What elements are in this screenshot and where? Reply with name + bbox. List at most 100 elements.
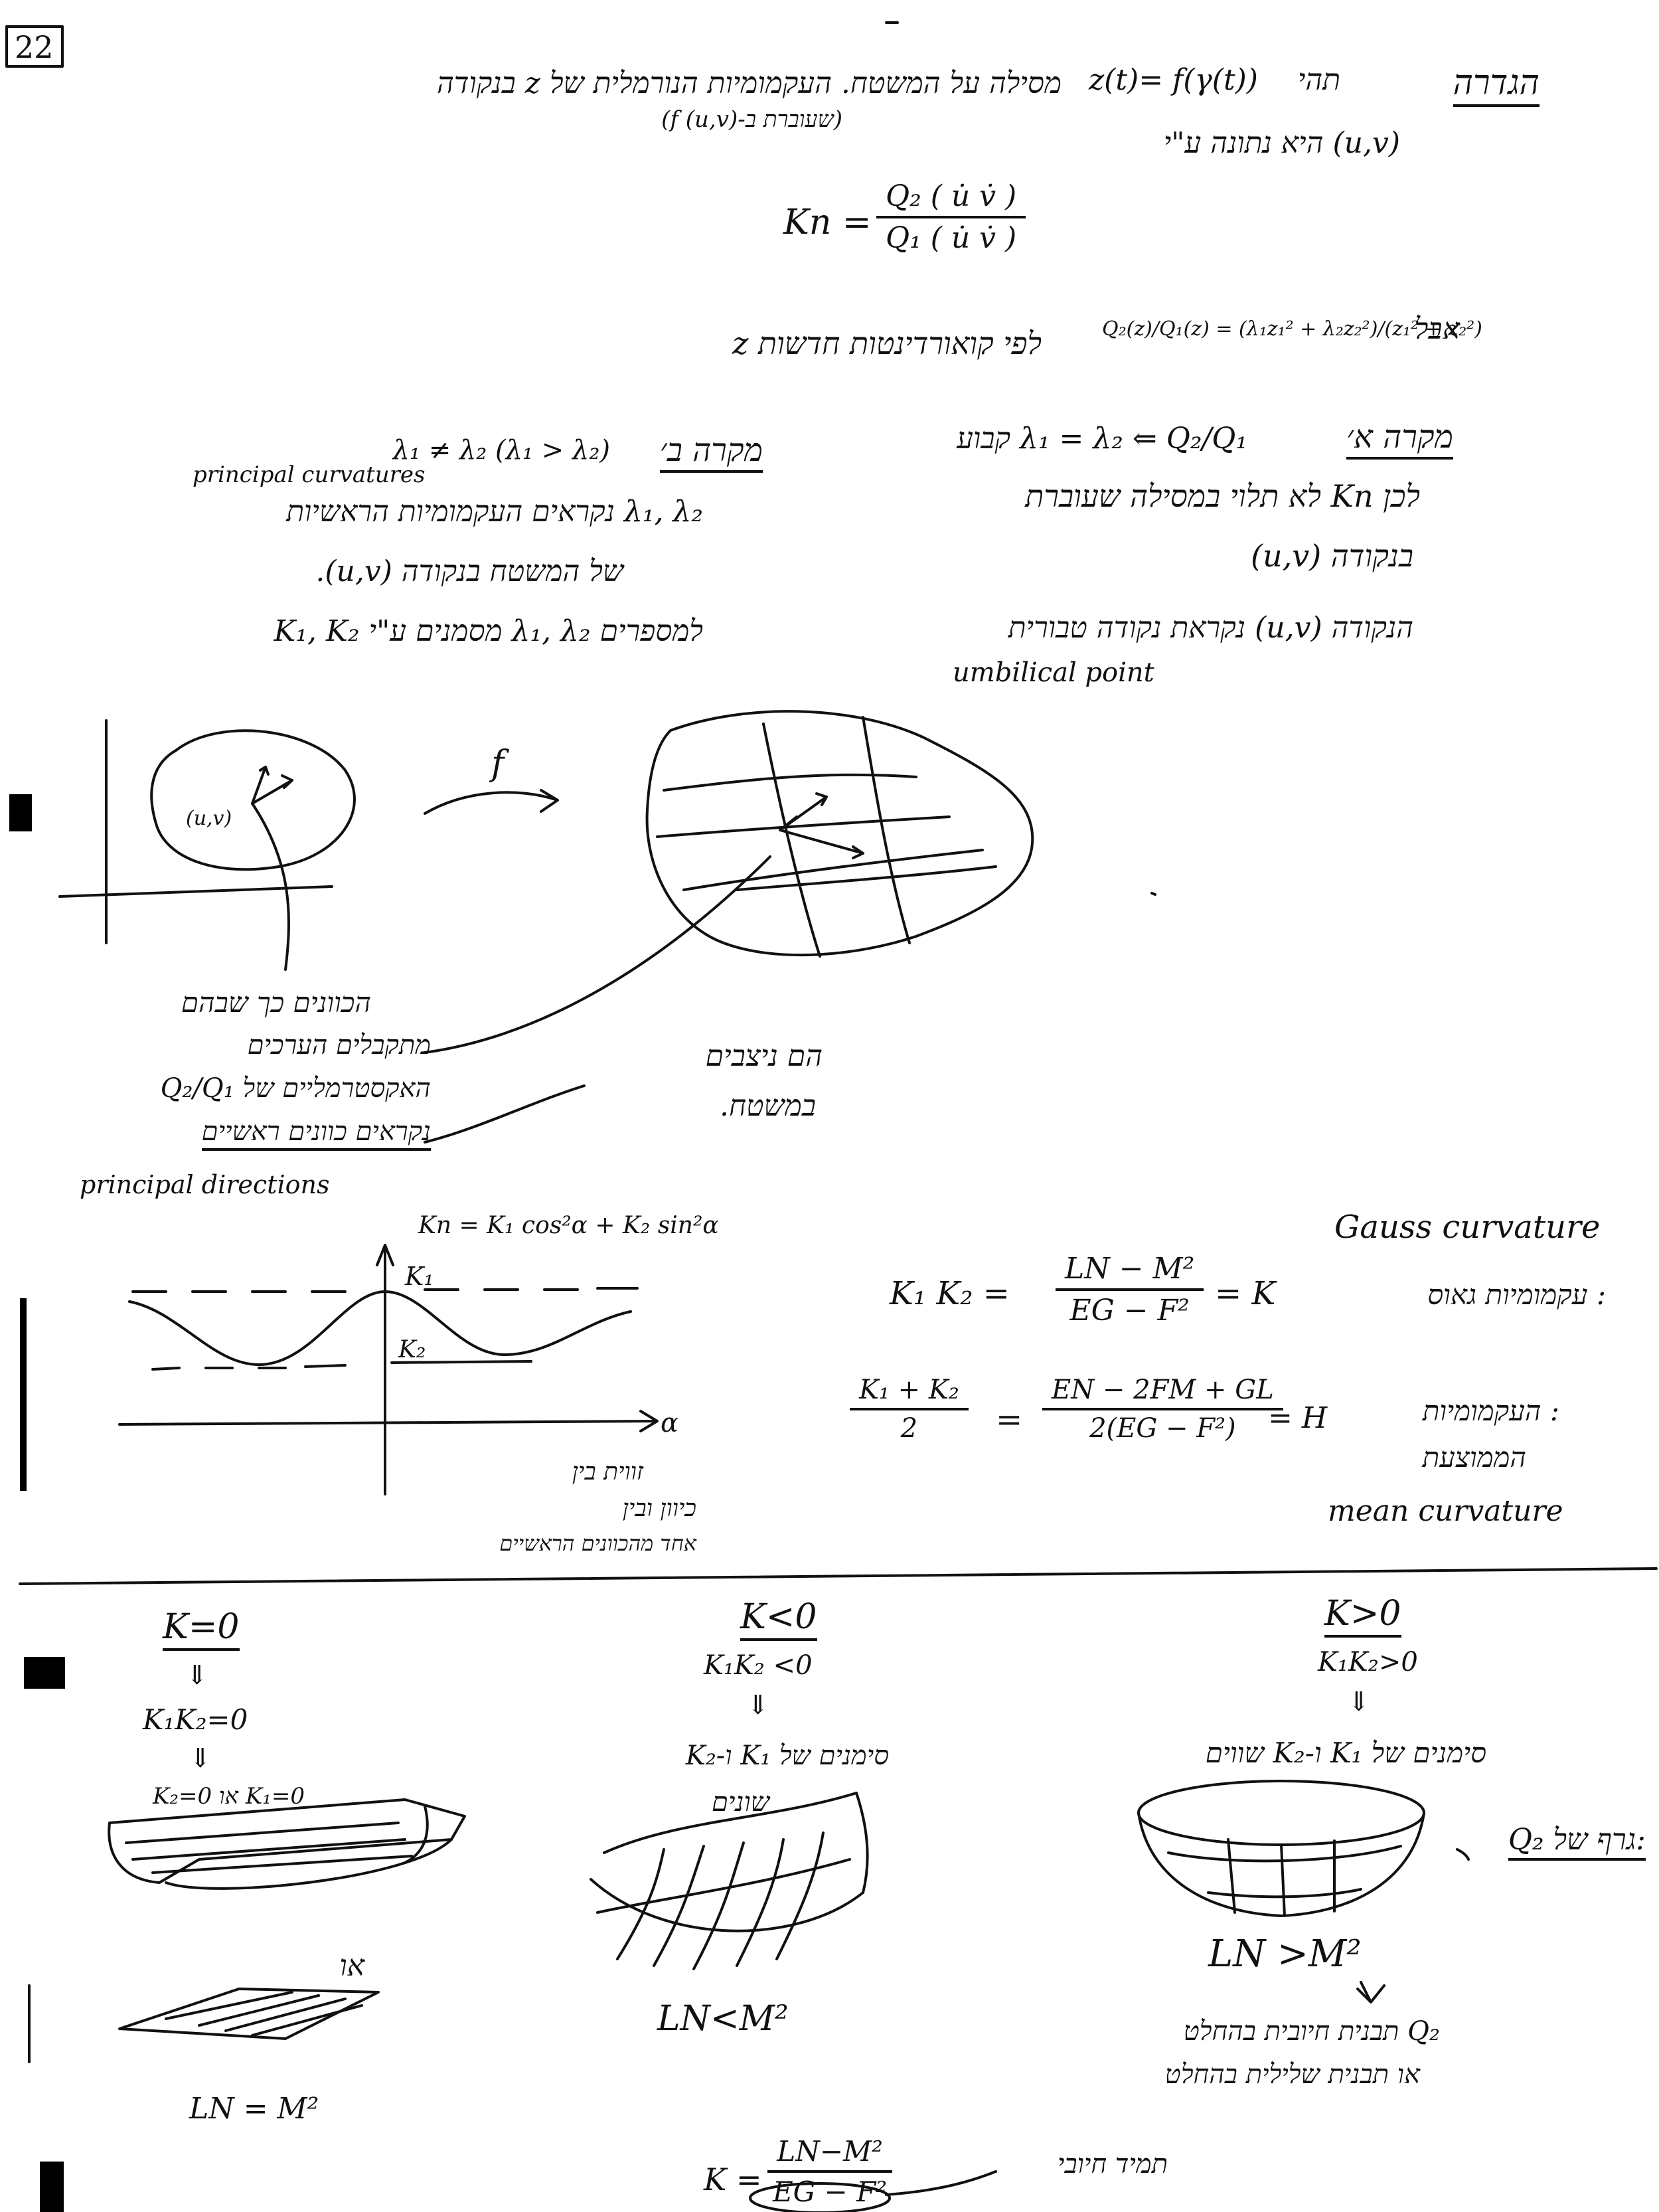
left-note-3: האקסטרמליים של Q₂/Q₁ [160,1073,431,1104]
case-pos-arrow: ⇓ [1348,1687,1370,1717]
kn-numerator: Q₂ ( u̇ v̇ ) [876,179,1026,218]
definition-tehi: תהי [1297,63,1340,97]
bowl-grid-v [1227,1838,1336,1917]
case-a-line4: הנקודה (u,v) נקראת נקודה טבורית [1008,611,1413,645]
bowl-body [1137,1812,1425,1917]
graph-alpha: α [661,1408,679,1438]
bottom-note: תמיד חיובי [1057,2149,1168,2179]
case-neg-l2: סימנים של K₁ ו-K₂ [685,1741,889,1771]
case-pos-graph: :גרף של Q₂ [1508,1823,1646,1861]
surface-blob [645,710,1034,957]
case-neg-title: K<0 [740,1597,817,1641]
bottom-denominator: EG − F² [773,2175,888,2208]
mean-eq: = [996,1401,1023,1438]
case-zero-l1: K₁K₂=0 [143,1703,248,1736]
page-number-box [5,25,64,68]
case-b-line2: λ₁, λ₂ נקראים העקמומיות הראשיות [286,495,703,529]
case-a-line2: לכן Kn לא תלוי במסילה שעוברת [1025,478,1420,514]
case-pos-label: LN >M² [1208,1932,1362,1976]
graph-k2-dashes [151,1364,347,1371]
definition-line2: (שעוברת ב-(u,v) f) [661,106,842,133]
graph-k2-line [390,1360,532,1364]
umbilical-point: umbilical point [953,657,1154,688]
case-pos-title: K>0 [1324,1594,1401,1638]
kn-lhs: Kn = [783,203,872,242]
registration-mark-4 [40,2162,64,2212]
definition-line3: (u,v) היא נתונה ע"י [1163,126,1400,160]
left-note-2: מתקבלים הערכים [247,1030,431,1061]
bottom-note-arrow [885,2170,997,2196]
gauss-denominator: EG − F² [1069,1294,1190,1327]
case-zero-arrow-2: ⇓ [189,1743,212,1774]
case-b-line3: של המשטח בנקודה (u,v). [315,554,623,588]
bottom-lhs: K = [704,2162,762,2197]
uv-axis-x [58,885,333,898]
principal-curvatures: principal curvatures [193,462,426,488]
cylinder-edge [165,1838,453,1890]
cylinder-rulings [125,1822,413,1874]
mean-lhs-num: K₁ + K₂ [850,1375,969,1410]
registration-mark-3 [24,1657,65,1689]
graph-caption-1: זווית בין [572,1458,643,1486]
graph-k2: K₂ [398,1336,426,1363]
case-neg-l1: K₁K₂ <0 [704,1650,813,1681]
case-pos-note2: או תבנית שלילית בהחלט [1164,2059,1420,2090]
saddle-side [855,1792,869,1894]
case-b-title: מקרה ב׳ [659,432,763,473]
pointer-2 [424,1084,586,1144]
case-b-line1: λ₁ ≠ λ₂ (λ₁ > λ₂) [392,435,610,466]
definition-title: הגדרה [1453,63,1540,107]
case-neg-label: LN<M² [657,1999,789,2039]
case-neg-arrow: ⇓ [747,1690,769,1721]
gauss-rhs: = K [1215,1275,1276,1312]
case-a-line3: בנקודה (u,v) [1251,538,1413,574]
case-zero-label: LN = M² [189,2092,319,2126]
uv-region [150,729,356,871]
right-note-1: הם ניצבים [705,1039,823,1073]
pos-down-arrow [1356,1981,1385,2003]
gauss-lhs: K₁ K₂ = [890,1275,1010,1312]
uv-vectors [251,766,293,805]
mean-denominator: 2(EG − F²) [1089,1413,1236,1444]
case-b-line4: למספרים λ₁, λ₂ מסמנים ע"י K₁, K₂ [274,614,703,648]
page-number: 22 [15,29,54,65]
case-zero-or: או [339,1949,364,1983]
definition-line1: מסילה על המשטח. העקמומיות הנורמלית של z … [436,66,1062,100]
case-a-line1: λ₁ = λ₂ ⇐ Q₂/Q₁ קבוע [957,422,1247,456]
principal-directions: principal directions [80,1170,330,1199]
mean-numerator: EN − 2FM + GL [1042,1375,1283,1410]
plane-outline [118,1988,380,2040]
mean-en: mean curvature [1328,1494,1563,1528]
graph-x-axis [118,1410,659,1432]
left-note-1: הכוונים כך שבהם [181,986,371,1019]
kn-fraction: Q₂ ( u̇ v̇ )Q₁ ( u̇ v̇ ) [876,179,1026,255]
map-f-label: f [491,744,505,784]
section-divider [19,1567,1658,1585]
surface-grid-2 [656,815,951,838]
case-pos-l1: K₁K₂>0 [1318,1647,1418,1677]
uv-point-label: (u,v) [186,807,232,830]
graph-caption-3: אחד מהכוונים הראשיים [499,1531,696,1556]
graph-k1: K₁ [405,1262,434,1291]
graph-curve [128,1290,632,1366]
mark-1 [1456,1848,1470,1861]
gauss-he: : עקמומיות גאוס [1427,1278,1606,1311]
surface-grid-5 [762,723,821,958]
case-a-title: מקרה א׳ [1346,418,1453,460]
surface-vectors [779,792,864,859]
case-zero-title: K=0 [163,1607,240,1651]
saddle-grid-1 [596,1858,851,1914]
definition-formula: z(t)= f(γ(t)) [1089,63,1258,97]
gauss-title: Gauss curvature [1334,1209,1601,1246]
case-pos-note1: Q₂ תבנית חיובית בהחלט [1183,2016,1440,2047]
cylinder-curl [404,1805,429,1864]
gauss-numerator: LN − M² [1056,1252,1204,1291]
ratio-formula: Q₂(z)/Q₁(z) = (λ₁z₁² + λ₂z₂²)/(z₁² + z₂²… [1102,317,1482,341]
case-zero-l2: K₁=0 או K₂=0 [152,1783,305,1810]
surface-grid-4 [736,865,997,891]
saddle-edges [590,1792,864,1932]
graph-y-arrowhead [376,1244,394,1266]
